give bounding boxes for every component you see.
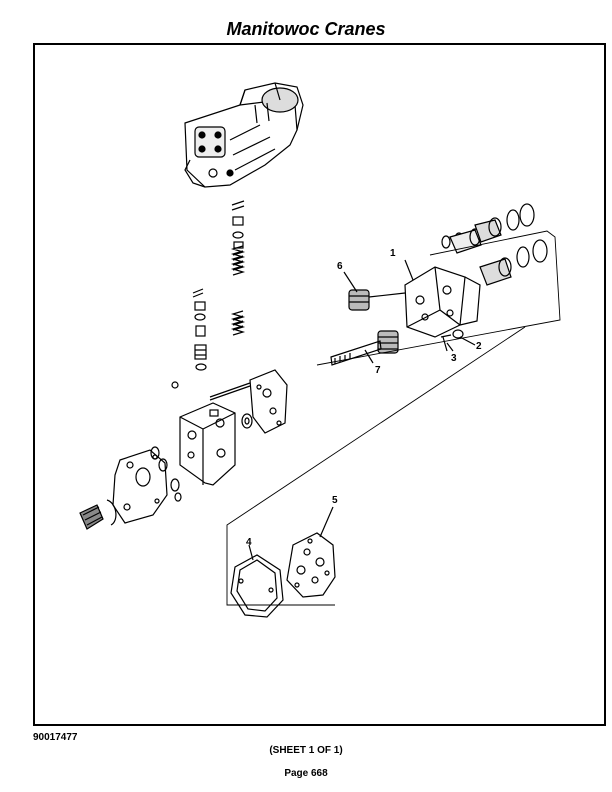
callout-3: 3 — [451, 353, 457, 364]
exploded-parts-diagram: 1 2 3 4 5 6 7 — [79, 82, 561, 618]
valve-spring-stack — [192, 200, 246, 371]
motor-assembly — [184, 82, 304, 188]
pump-housing — [404, 266, 481, 338]
washer — [452, 329, 464, 339]
callout-7: 7 — [375, 365, 381, 376]
callout-6: 6 — [337, 261, 343, 272]
idler-gear — [348, 289, 406, 311]
page-number: Page 668 — [284, 768, 328, 779]
callout-2: 2 — [476, 341, 482, 352]
page-title: Manitowoc Cranes — [226, 19, 386, 39]
mount-gasket — [112, 449, 168, 524]
cover-plate — [286, 532, 336, 598]
bushings-and-seals — [441, 203, 548, 286]
callout-1: 1 — [390, 248, 396, 259]
document-number: 90017477 — [33, 732, 78, 743]
diagram-frame: 1 2 3 4 5 6 7 — [33, 43, 606, 726]
o-rings — [150, 446, 182, 502]
callout-4: 4 — [246, 537, 252, 548]
valve-cover-gasket — [249, 369, 288, 434]
screw — [440, 334, 452, 352]
valve-body — [171, 381, 251, 486]
cover-gasket — [230, 554, 284, 618]
bearing — [79, 499, 117, 530]
sheet-indicator: (SHEET 1 OF 1) — [269, 745, 343, 756]
callout-5: 5 — [332, 495, 338, 506]
seal-ring — [241, 413, 253, 429]
drive-gear — [330, 330, 399, 366]
